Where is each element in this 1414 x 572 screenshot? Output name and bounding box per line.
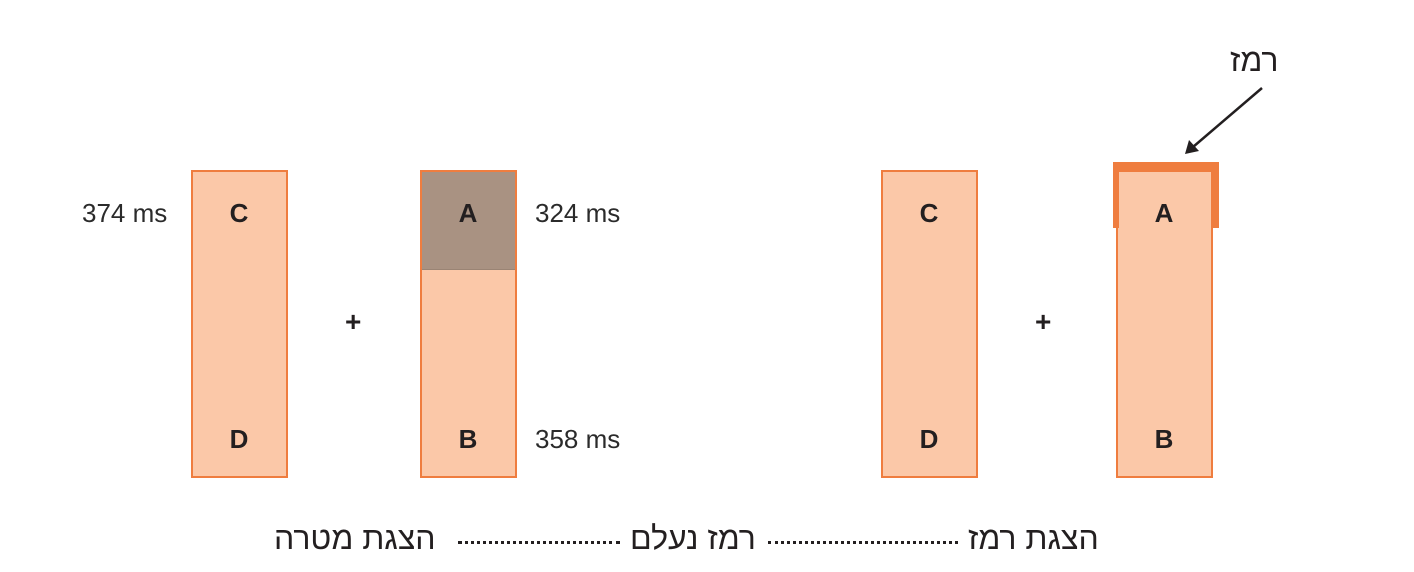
left-display-letter-a: A: [458, 198, 478, 228]
right-display-letter-d: D: [919, 424, 939, 454]
right-display-letter-a: A: [1154, 198, 1174, 228]
left-fixation-cross: +: [345, 306, 362, 337]
cue-label: רמז: [1230, 42, 1279, 78]
cue-highlight: [1113, 162, 1219, 228]
rt-label-c: 374 ms: [82, 198, 168, 228]
rt-label-b: 358 ms: [535, 424, 621, 454]
target-highlight: [422, 172, 515, 270]
left-display-rect-cd: [191, 170, 288, 478]
rt-label-a: 324 ms: [535, 198, 621, 228]
right-fixation-cross: +: [1035, 306, 1052, 337]
left-display-letter-b: B: [458, 424, 478, 454]
timeline-dots-2: [458, 541, 620, 544]
right-display-rect-cd: [881, 170, 978, 478]
right-display-letter-b: B: [1154, 424, 1174, 454]
timeline-dots-1: [768, 541, 958, 544]
timeline-cue-offset: רמז נעלם: [630, 520, 756, 556]
right-display-letter-c: C: [919, 198, 939, 228]
timeline-cue-display: הצגת רמז: [968, 520, 1099, 556]
left-display-rect-ab: [420, 170, 517, 478]
left-display-letter-c: C: [229, 198, 249, 228]
right-display-rect-ab: [1116, 170, 1213, 478]
timeline-target-display: הצגת מטרה: [274, 520, 436, 556]
left-display-letter-d: D: [229, 424, 249, 454]
